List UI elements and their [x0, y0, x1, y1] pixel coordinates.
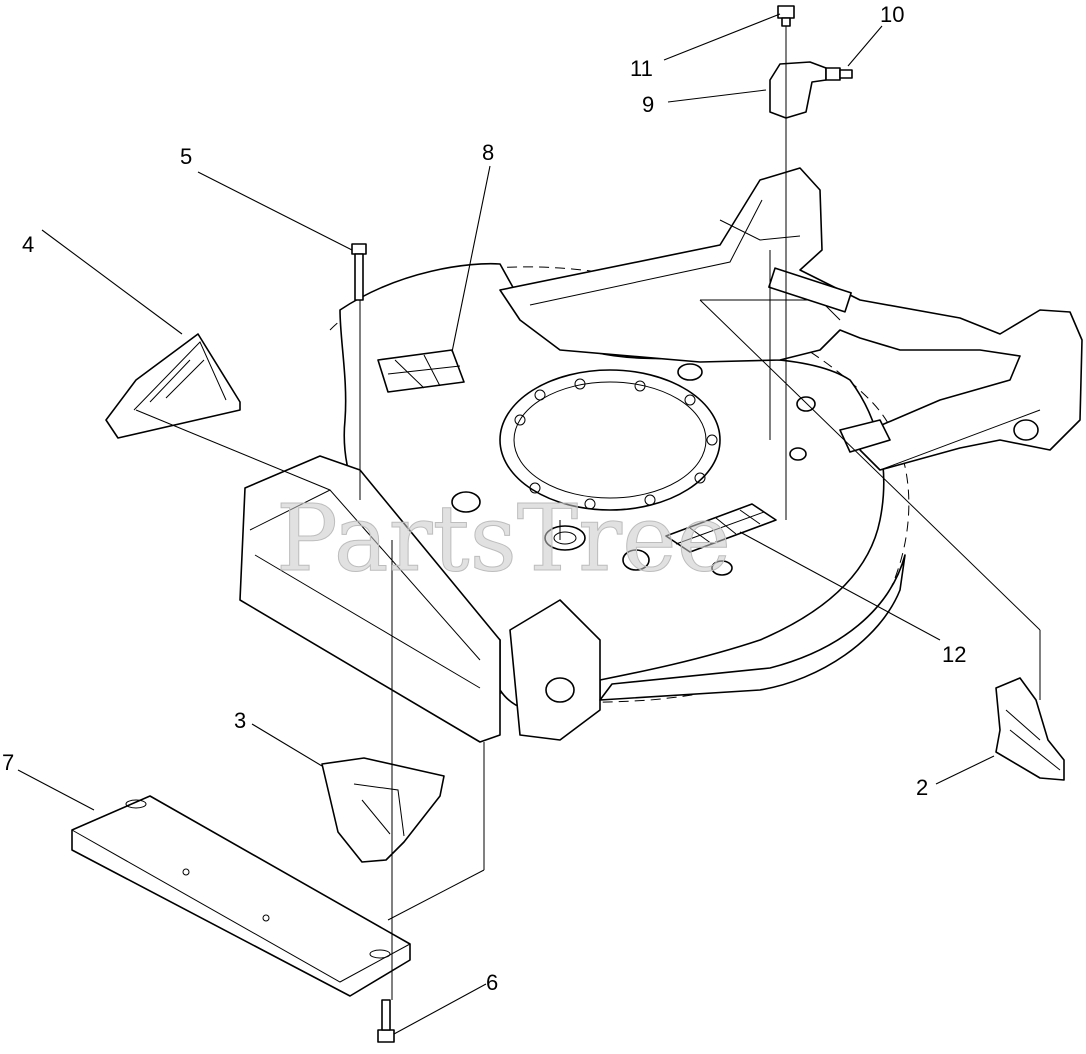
callout-labels: 2 3 4 5 6 7 8 9 10 11 12: [2, 2, 966, 995]
chute-baffle: [321, 757, 445, 863]
side-baffle: [105, 333, 241, 439]
callout-12: 12: [942, 642, 966, 667]
washout-plug-10: [839, 69, 853, 79]
deck-decal-left: [377, 349, 465, 393]
callout-2: 2: [916, 775, 928, 800]
callout-10: 10: [880, 2, 904, 27]
watermark: PartsTree: [276, 485, 731, 592]
deck-frame: [499, 167, 1083, 471]
elbow-fitting-9: [769, 61, 841, 119]
bolt-6: [377, 999, 395, 1043]
callout-9: 9: [642, 92, 654, 117]
callout-4: 4: [22, 232, 34, 257]
mower-deck-housing: [239, 262, 910, 743]
callout-6: 6: [486, 970, 498, 995]
deck-plate: [71, 795, 411, 997]
deck-decal-right: [665, 503, 777, 553]
rear-baffle: [995, 677, 1065, 781]
callout-3: 3: [234, 708, 246, 733]
callout-11: 11: [630, 56, 653, 81]
callout-8: 8: [482, 140, 494, 165]
callout-5: 5: [180, 144, 192, 169]
bolt-11: [777, 5, 795, 27]
leader-lines: [17, 13, 995, 1035]
bolt-5: [351, 243, 367, 301]
assembly-lines: [135, 26, 1041, 1000]
callout-7: 7: [2, 750, 14, 775]
